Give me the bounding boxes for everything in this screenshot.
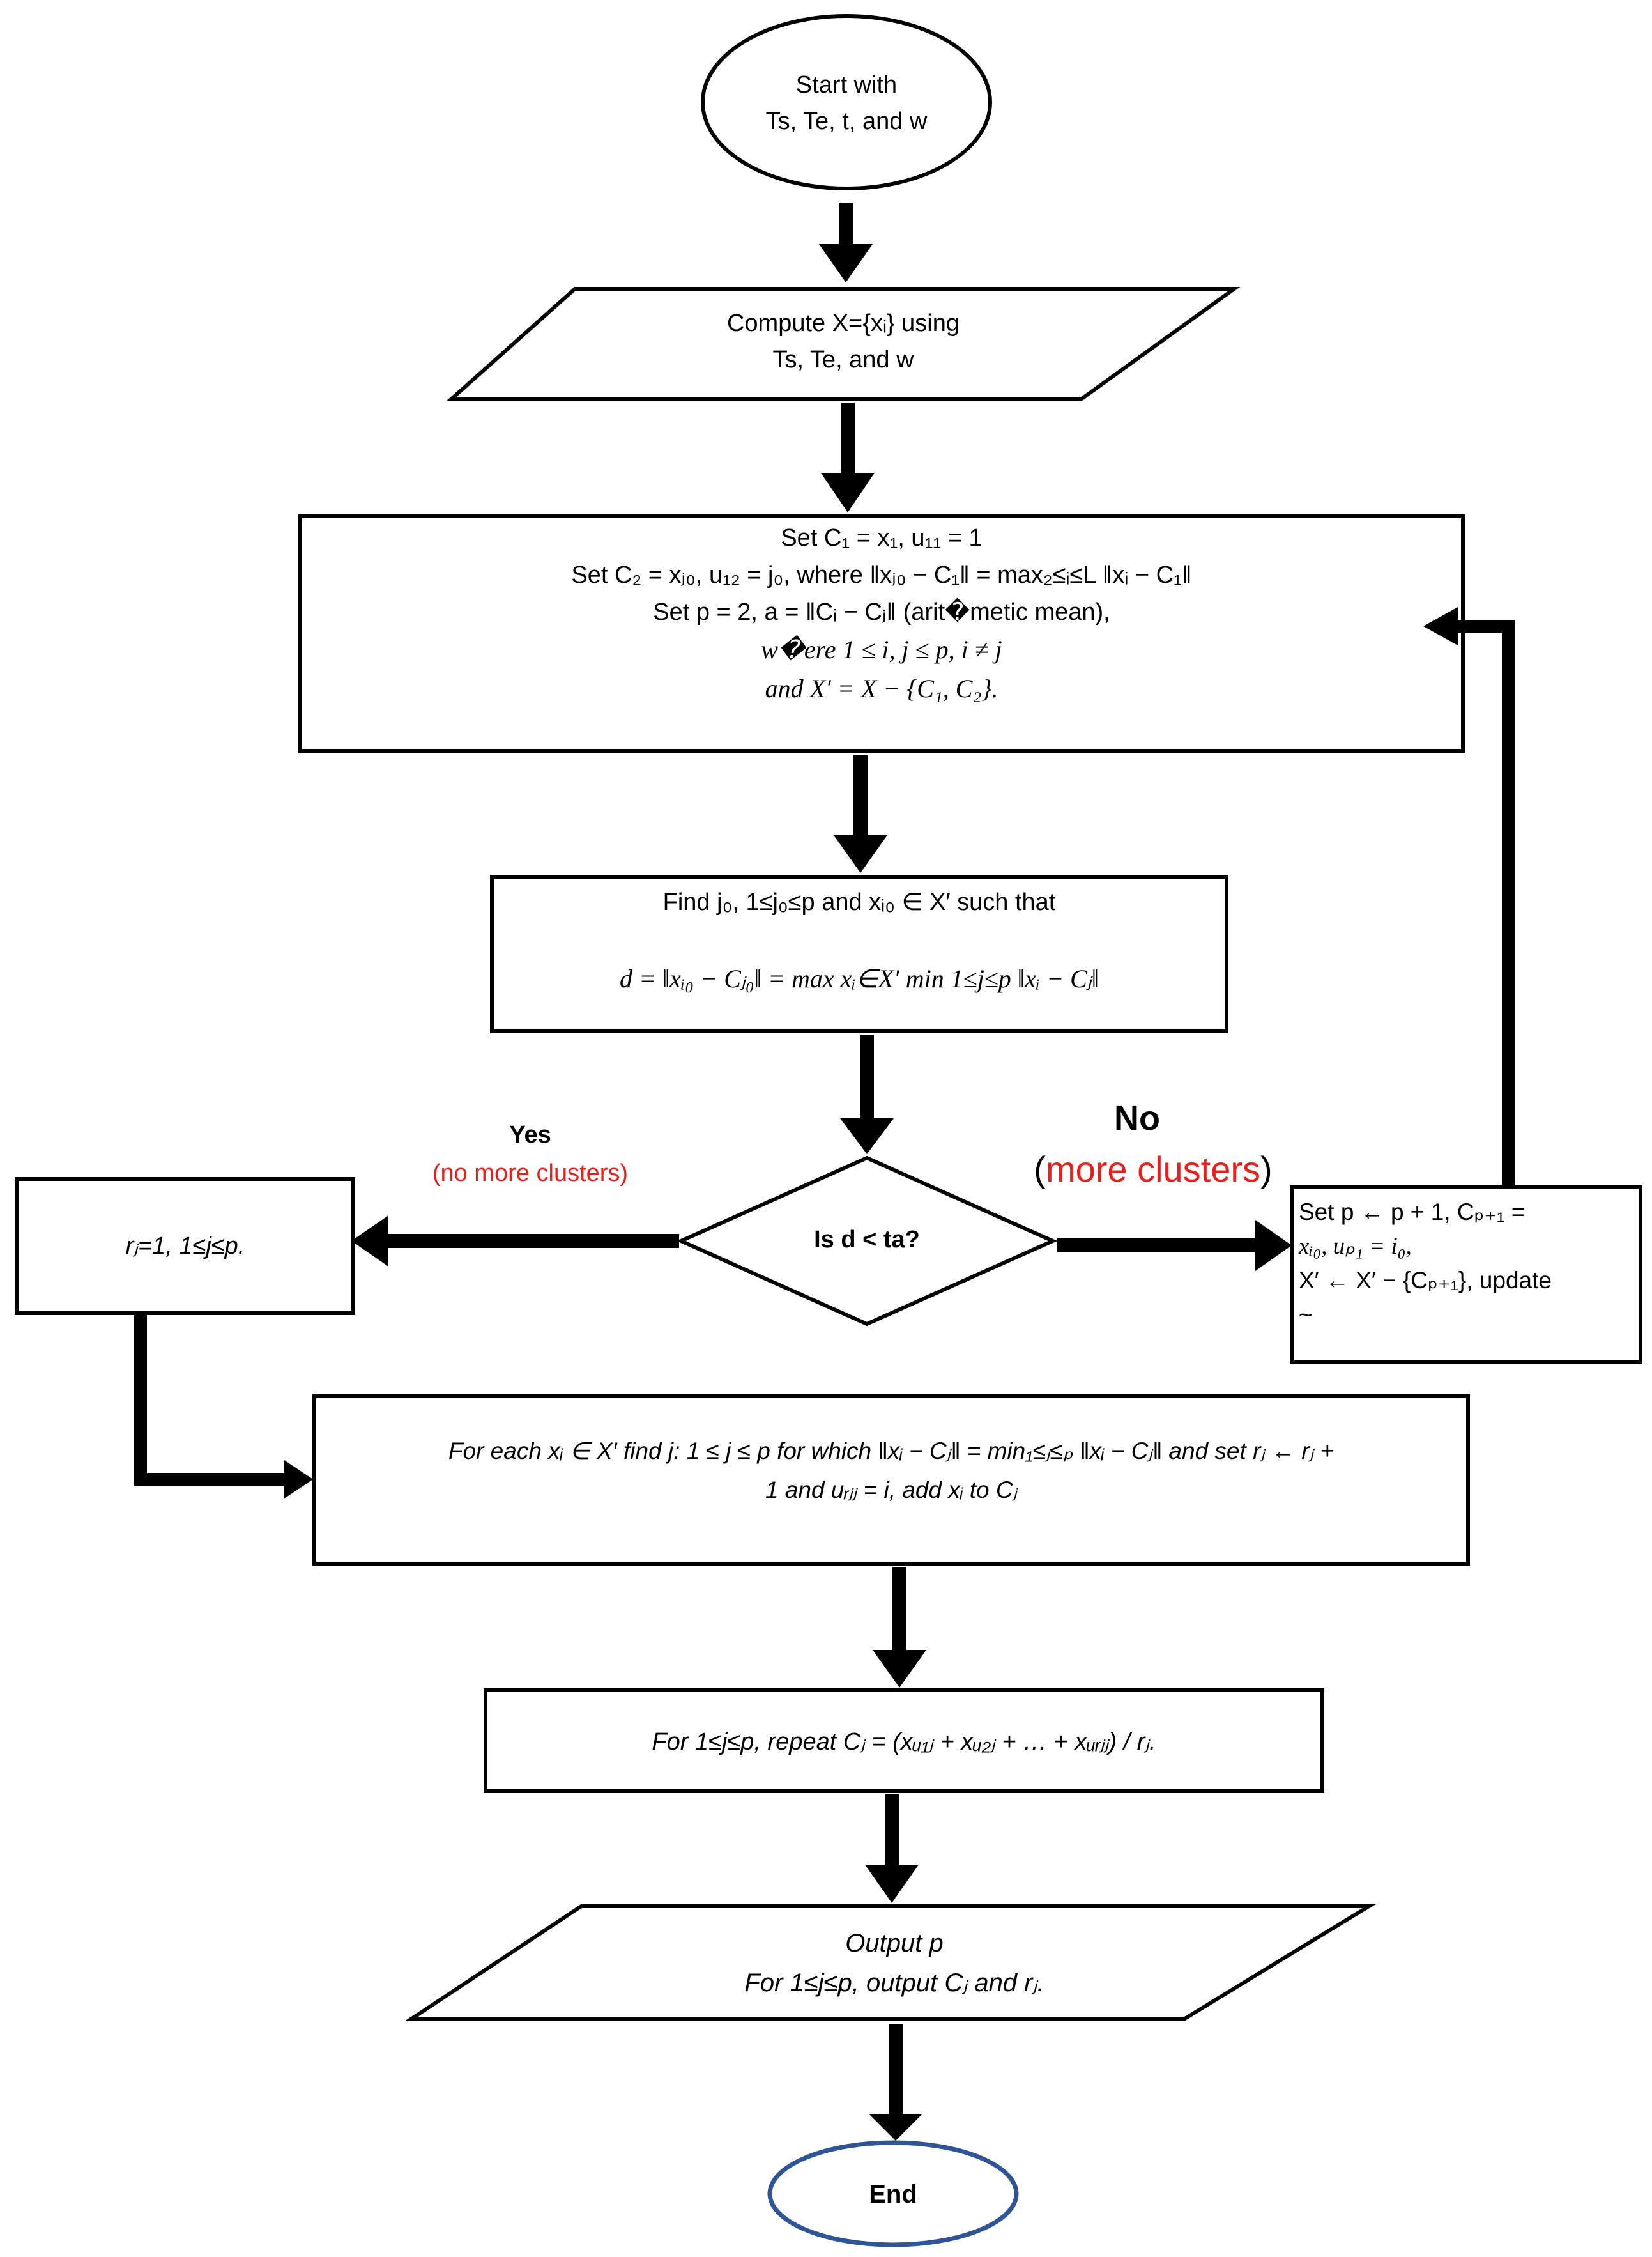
init-line-1: Set C₁ = x₁, u₁₁ = 1 [781,525,983,551]
arrow-right-loop-to-init [1423,607,1515,1186]
arrow-decision-to-right [1057,1220,1292,1271]
update-box [484,1688,1324,1793]
arrow-start-to-compute [819,203,873,282]
right-box [1290,1185,1642,1364]
output-line-2: For 1≤j≤p, output Cⱼ and rⱼ. [744,1969,1044,1997]
assign-line-1: For each xᵢ ∈ X′ find j: 1 ≤ j ≤ p for w… [448,1438,1335,1464]
output-line-1: Output p [845,1929,944,1957]
output-text: Output p For 1≤j≤p, output Cⱼ and rⱼ. [575,1923,1214,2003]
end-label: End [869,2180,917,2208]
arrow-left-to-assign [134,1313,313,1498]
no-label: No [1114,1099,1160,1137]
init-text: Set C₁ = x₁, u₁₁ = 1 Set C₂ = xⱼ₀, u₁₂ =… [307,520,1457,709]
no-note: (more clusters) [1009,1143,1297,1196]
init-box [298,514,1465,753]
arrow-output-to-end [869,2024,922,2141]
end-node [767,2140,1019,2247]
yes-label: Yes [509,1121,551,1148]
find-box [490,875,1228,1033]
output-parallelogram [404,1904,1376,2021]
start-text: Start with Ts, Te, t, and w [719,67,974,140]
init-line-3: Set p = 2, a = ‖Cᵢ − Cⱼ‖ (arit�metic mea… [653,598,1110,626]
arrow-init-to-find [834,755,887,873]
assign-text: For each xᵢ ∈ X′ find j: 1 ≤ j ≤ p for w… [319,1431,1463,1509]
left-box-text: rⱼ=1, 1≤j≤p. [125,1233,245,1259]
compute-line-2: Ts, Te, and w [772,346,914,373]
compute-line-1: Compute X={xᵢ} using [726,310,960,337]
assign-line-2: 1 and uᵣⱼⱼ = i, add xᵢ to Cⱼ [765,1477,1018,1504]
decision-diamond [676,1155,1058,1327]
no-note-close: ) [1260,1149,1273,1189]
arrow-assign-to-update [873,1567,926,1688]
right-line-2: xᵢ₀, uₚ₁ = i₀, [1299,1233,1412,1259]
no-note-text: more clusters [1045,1149,1261,1189]
init-line-4: w�ere 1 ≤ i, j ≤ p, i ≠ j [761,635,1002,665]
find-line-2: d = ‖xᵢ₀ − Cⱼ₀‖ = max xᵢ∈X′ min 1≤j≤p ‖x… [620,964,1099,993]
arrow-compute-to-init [821,403,875,512]
start-line-1: Start with [795,72,898,98]
start-node [701,14,992,190]
arrow-decision-to-left [351,1215,679,1267]
no-note-open: ( [1034,1149,1046,1189]
compute-parallelogram [446,287,1241,401]
right-box-text: Set p ← p + 1, Cₚ₊₁ = xᵢ₀, uₚ₁ = i₀, X′ … [1299,1195,1637,1332]
init-line-5: and X′ = X − {C₁, C₂}. [765,674,998,704]
right-line-3: X′ ← X′ − {Cₚ₊₁}, update [1299,1267,1552,1294]
decision-label: Is d < ta? [814,1226,920,1253]
arrow-find-to-decision [840,1035,894,1154]
update-text: For 1≤j≤p, repeat Cⱼ = (xᵤ₁ⱼ + xᵤ₂ⱼ + … … [652,1729,1156,1755]
init-line-2: Set C₂ = xⱼ₀, u₁₂ = j₀, where ‖xⱼ₀ − C₁‖… [571,561,1192,589]
find-line-1: Find j₀, 1≤j₀≤p and xᵢ₀ ∈ X′ such that [662,889,1056,916]
right-line-1: Set p ← p + 1, Cₚ₊₁ = [1299,1199,1526,1225]
start-line-2: Ts, Te, t, and w [765,108,928,135]
compute-text: Compute X={xᵢ} using Ts, Te, and w [652,305,1035,378]
assign-box [312,1394,1470,1566]
right-line-4: ~ [1299,1301,1313,1328]
left-box [15,1177,355,1315]
arrow-update-to-output [865,1794,919,1903]
yes-note: (no more clusters) [432,1160,629,1187]
